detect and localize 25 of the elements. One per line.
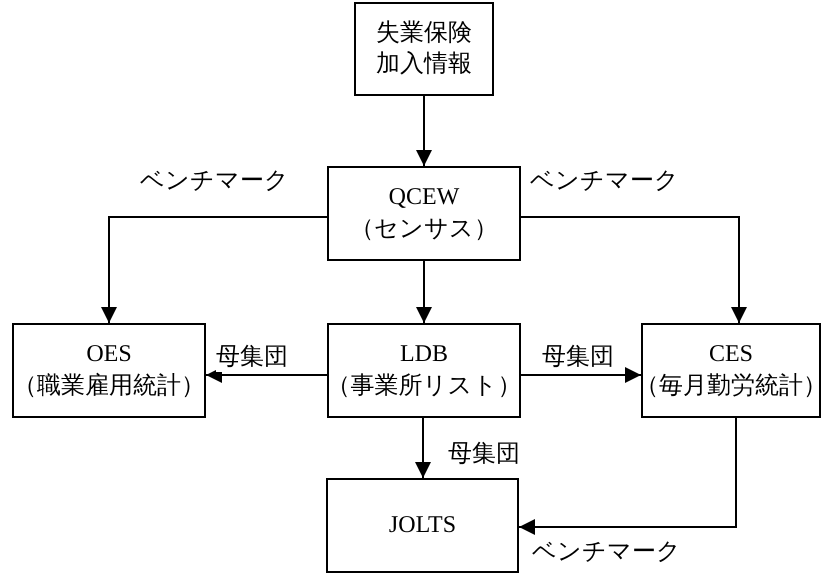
arrow <box>415 418 431 478</box>
arrow <box>101 216 327 323</box>
edge-label: 母集団 <box>216 343 288 372</box>
arrow <box>521 216 747 323</box>
node-title: 失業保険加入情報 <box>376 18 472 79</box>
node-title: OES <box>86 340 132 370</box>
process-box <box>327 166 521 261</box>
node-title: JOLTS <box>388 510 456 540</box>
node-title: QCEW <box>388 183 460 212</box>
arrow <box>521 367 641 383</box>
node-subtitle: （センサス） <box>350 214 498 244</box>
process-box <box>641 323 821 418</box>
node-title: LDB <box>400 340 448 370</box>
arrow <box>416 96 432 166</box>
node-subtitle: （事業所リスト） <box>326 372 522 400</box>
node-subtitle: （毎月勤労統計） <box>635 372 823 400</box>
process-box <box>327 323 521 418</box>
arrow <box>416 261 432 323</box>
arrow <box>206 367 327 383</box>
arrow <box>519 418 737 535</box>
process-box <box>326 478 519 573</box>
node-title: CES <box>708 340 753 370</box>
process-box <box>354 2 494 96</box>
process-box <box>12 323 206 418</box>
node-subtitle: （職業雇用統計） <box>13 372 205 400</box>
